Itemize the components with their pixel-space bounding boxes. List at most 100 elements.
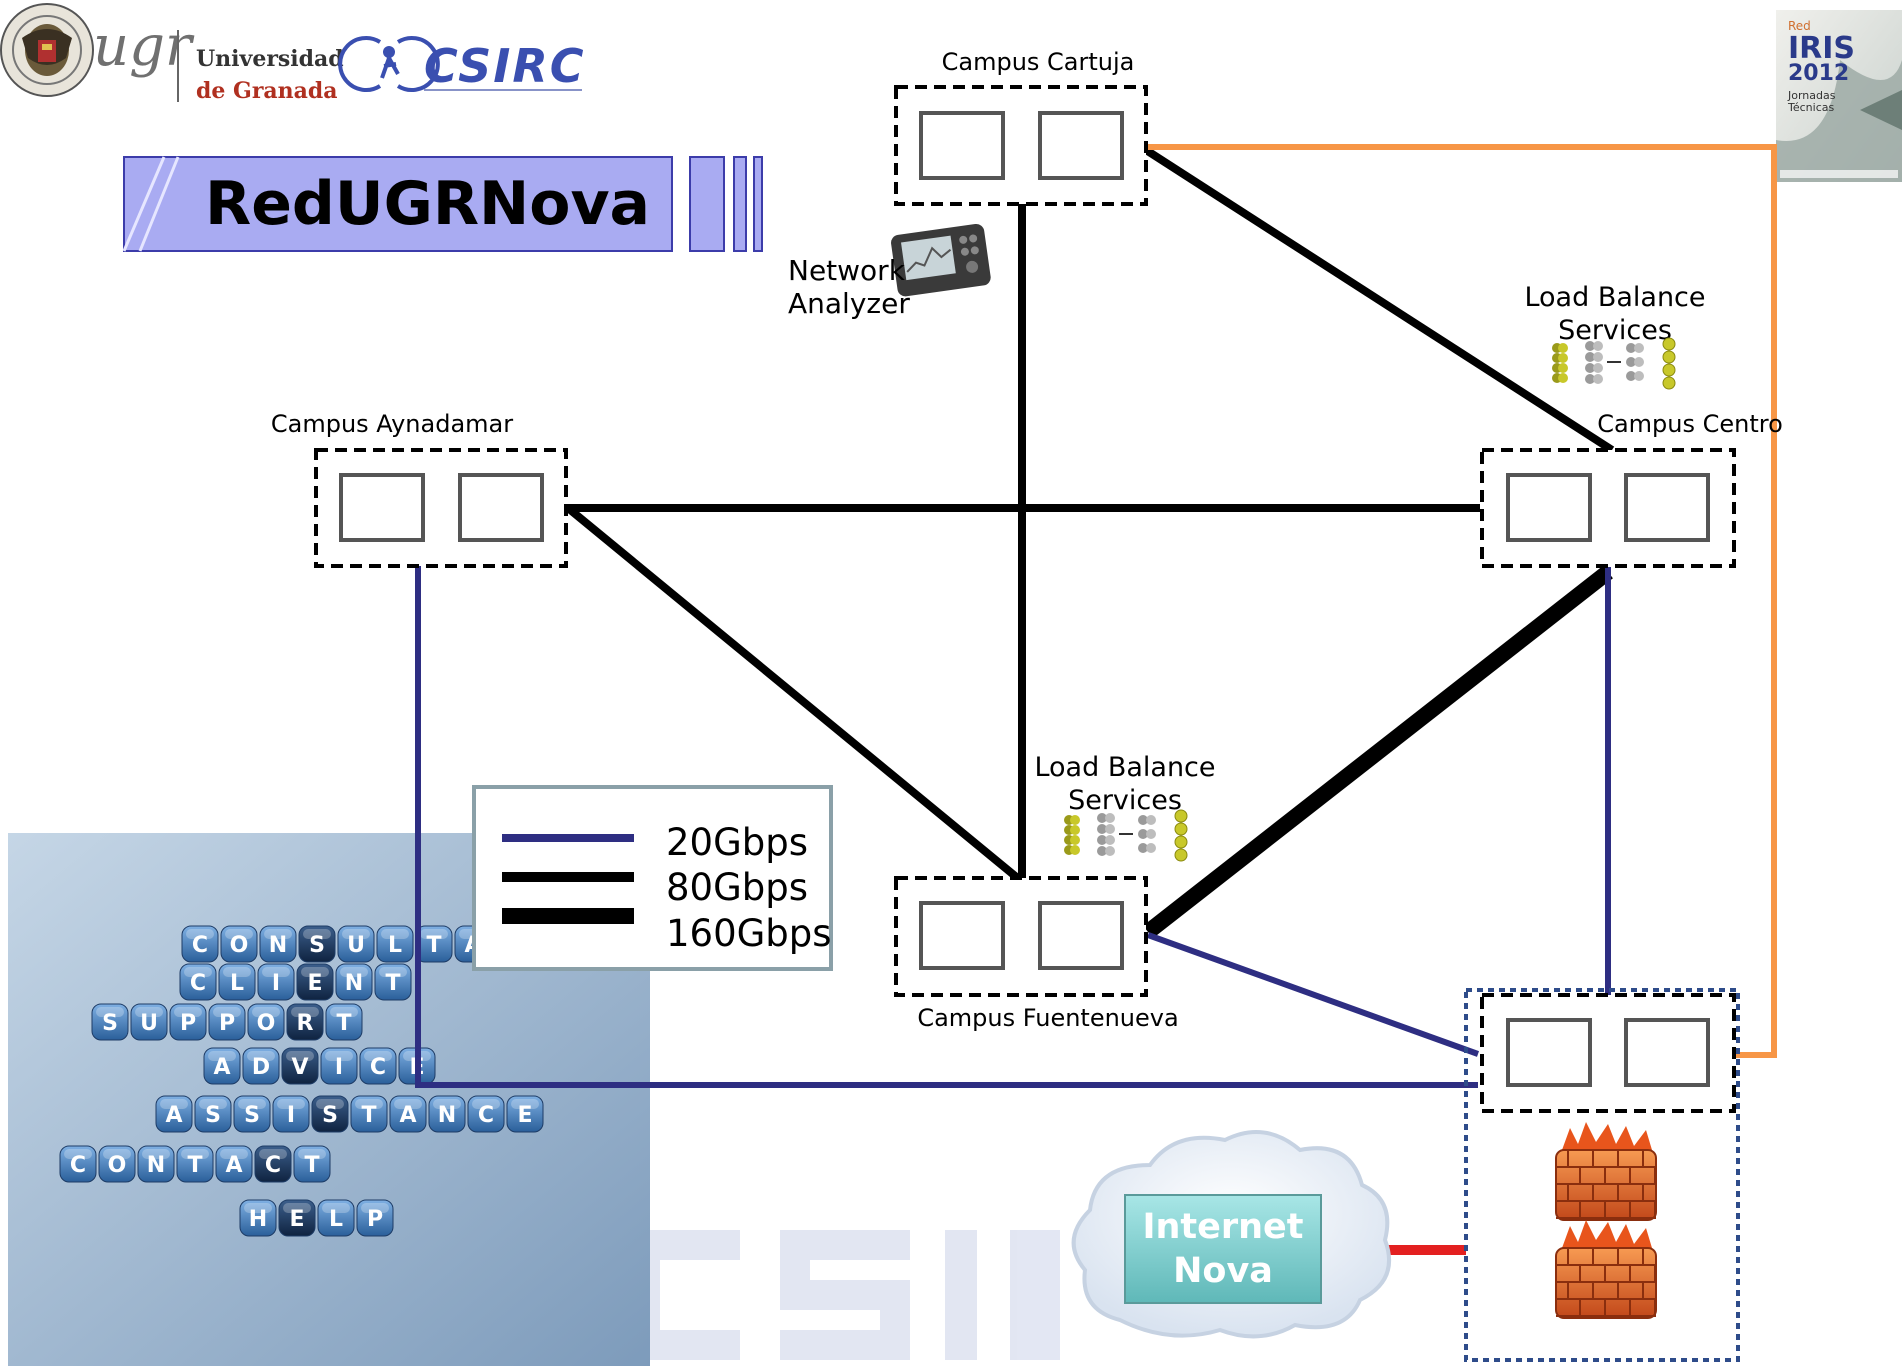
legend-label: 20Gbps	[666, 821, 808, 864]
letter-tile: T	[176, 1145, 214, 1183]
node-label: Campus Cartuja	[942, 48, 1135, 76]
page-title: RedUGRNova	[205, 169, 650, 239]
svg-text:I: I	[335, 1055, 343, 1080]
letter-tile: A	[389, 1095, 427, 1133]
link-80g-cartuja-centro	[1143, 146, 1615, 454]
lb-label-line2: Services	[1558, 315, 1672, 346]
csirc-wordmark: CSIRC	[424, 39, 586, 93]
svg-text:I: I	[272, 971, 280, 996]
letter-tile: N	[335, 963, 373, 1001]
svg-text:E: E	[289, 1207, 304, 1232]
svg-text:V: V	[291, 1055, 308, 1080]
svg-text:C: C	[190, 971, 206, 996]
letter-tile: S	[233, 1095, 271, 1133]
letter-tile: E	[278, 1199, 316, 1237]
title-banner: RedUGRNova	[122, 156, 763, 252]
load-balancer-icon	[1552, 337, 1676, 390]
svg-text:S: S	[322, 1103, 338, 1128]
svg-text:N: N	[345, 971, 363, 996]
internet-label-line2: Nova	[1173, 1251, 1273, 1291]
letter-tile: S	[91, 1003, 129, 1041]
speed-legend: 20Gbps 80Gbps 160Gbps	[472, 785, 833, 971]
analyzer-label-line2: Analyzer	[788, 287, 910, 320]
link-20g-aynadamar-core	[415, 566, 1478, 1088]
letter-tile: E	[506, 1095, 544, 1133]
letter-tile: P	[169, 1003, 207, 1041]
svg-text:N: N	[147, 1153, 165, 1178]
svg-text:C: C	[478, 1103, 494, 1128]
svg-text:U: U	[347, 933, 365, 958]
svg-text:A: A	[225, 1153, 242, 1178]
svg-text:L: L	[388, 933, 402, 958]
load-balance-centro: Load Balance Services	[1524, 282, 1706, 390]
letter-tile: C	[59, 1145, 97, 1183]
svg-text:T: T	[426, 933, 441, 958]
letter-tile: O	[220, 925, 258, 963]
letter-tile: O	[247, 1003, 285, 1041]
svg-text:S: S	[102, 1011, 118, 1036]
svg-text:A: A	[399, 1103, 416, 1128]
switch-icon	[1038, 111, 1124, 180]
svg-text:E: E	[307, 971, 322, 996]
letter-tile: A	[155, 1095, 193, 1133]
csirc-logo: CSIRC	[338, 36, 586, 93]
link-160g-centro-fuentenueva	[1143, 565, 1613, 939]
svg-text:C: C	[192, 933, 208, 958]
letter-tile: N	[259, 925, 297, 963]
letter-tile: N	[137, 1145, 175, 1183]
legend-label: 160Gbps	[666, 912, 832, 955]
university-name-line1: Universidad	[196, 46, 344, 72]
network-links	[415, 144, 1777, 1255]
svg-text:T: T	[385, 971, 400, 996]
svg-text:C: C	[70, 1153, 86, 1178]
university-name-line2: de Granada	[196, 78, 338, 104]
node-label: Campus Aynadamar	[271, 410, 513, 438]
node-campus-fuentenueva: Campus Fuentenueva	[894, 876, 1179, 1032]
svg-text:N: N	[269, 933, 287, 958]
link-uplink-cartuja-core	[1148, 144, 1777, 1058]
csirc-watermark	[630, 1230, 1060, 1360]
letter-tile: T	[415, 925, 453, 963]
ugr-logo: ugr Universidad de Granada	[0, 3, 344, 104]
letter-tile: P	[208, 1003, 246, 1041]
svg-text:S: S	[205, 1103, 221, 1128]
firewall-icon	[1555, 1220, 1657, 1319]
internet-label-line1: Internet	[1142, 1207, 1303, 1247]
svg-text:E: E	[517, 1103, 532, 1128]
switch-icon	[919, 111, 1005, 180]
letter-tile: U	[130, 1003, 168, 1041]
letter-tile: T	[293, 1145, 331, 1183]
svg-text:S: S	[309, 933, 325, 958]
firewall-icon	[1555, 1122, 1657, 1221]
network-analyzer: Network Analyzer	[788, 223, 991, 320]
service-tiles-image: CONSULTANTCLIENTSUPPORTADVICEASSISTANCEC…	[8, 833, 650, 1366]
node-label: Campus Fuentenueva	[917, 1004, 1178, 1032]
letter-tile: R	[286, 1003, 324, 1041]
svg-text:O: O	[230, 933, 249, 958]
node-label: Campus Centro	[1597, 410, 1783, 438]
rediris-iris-text: IRIS	[1788, 31, 1855, 66]
letter-tile: L	[218, 963, 256, 1001]
letter-tile: A	[215, 1145, 253, 1183]
svg-text:O: O	[108, 1153, 127, 1178]
letter-tile: I	[272, 1095, 310, 1133]
ugr-wordmark: ugr	[93, 14, 195, 79]
switch-icon	[1506, 473, 1592, 542]
svg-text:I: I	[287, 1103, 295, 1128]
svg-text:C: C	[265, 1153, 281, 1178]
svg-text:R: R	[297, 1011, 314, 1036]
svg-text:U: U	[140, 1011, 158, 1036]
load-balancer-icon	[1064, 809, 1188, 862]
svg-text:L: L	[230, 971, 244, 996]
letter-tile: I	[257, 963, 295, 1001]
switch-icon	[1624, 473, 1710, 542]
svg-text:A: A	[165, 1103, 182, 1128]
svg-text:T: T	[361, 1103, 376, 1128]
svg-text:L: L	[329, 1207, 343, 1232]
letter-tile: T	[325, 1003, 363, 1041]
lb-label-line2: Services	[1068, 785, 1182, 816]
letter-tile: S	[298, 925, 336, 963]
letter-tile: T	[374, 963, 412, 1001]
svg-text:T: T	[336, 1011, 351, 1036]
network-analyzer-icon	[891, 223, 991, 297]
